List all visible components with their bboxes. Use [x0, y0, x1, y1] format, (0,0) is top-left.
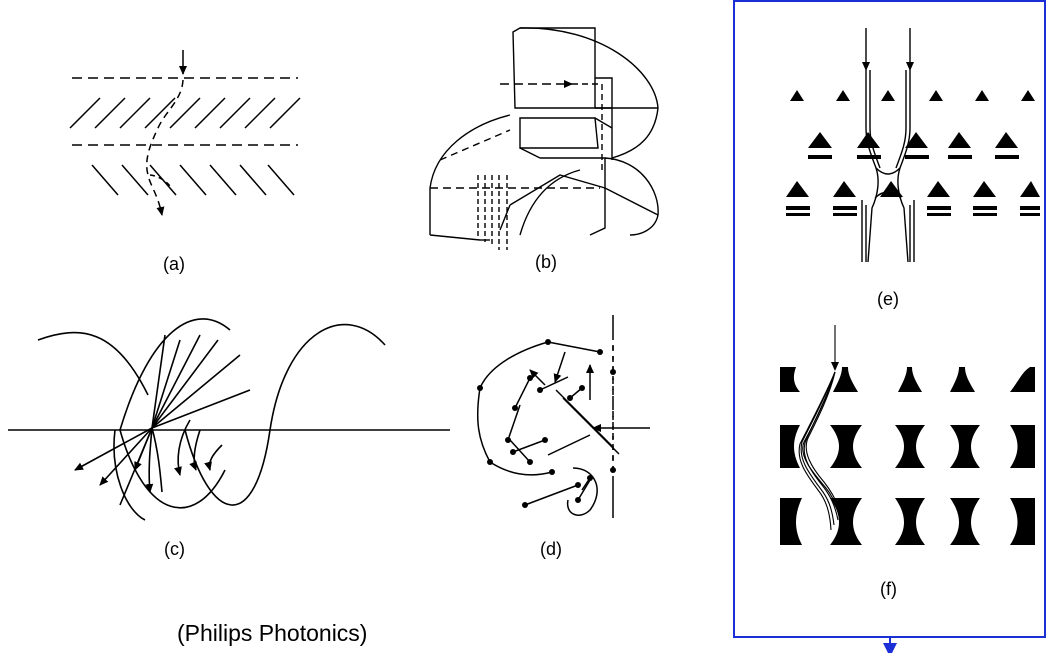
panel-b-diagram: [429, 27, 659, 250]
panel-d-diagram: [476, 315, 650, 518]
highlight-frame: [733, 0, 1046, 653]
panel-f-diagram: [780, 325, 1035, 545]
source-credit: (Philips Photonics): [177, 620, 367, 646]
panel-a-label: (a): [163, 254, 185, 274]
panel-e-label: (e): [877, 289, 899, 309]
panel-a-diagram: [69, 50, 301, 216]
panel-c-label: (c): [164, 539, 185, 559]
panel-e-diagram: [786, 28, 1040, 263]
panel-c-diagram: [8, 318, 450, 521]
panel-f-label: (f): [880, 579, 897, 599]
panel-b-label: (b): [535, 252, 557, 272]
panel-d-label: (d): [540, 539, 562, 559]
